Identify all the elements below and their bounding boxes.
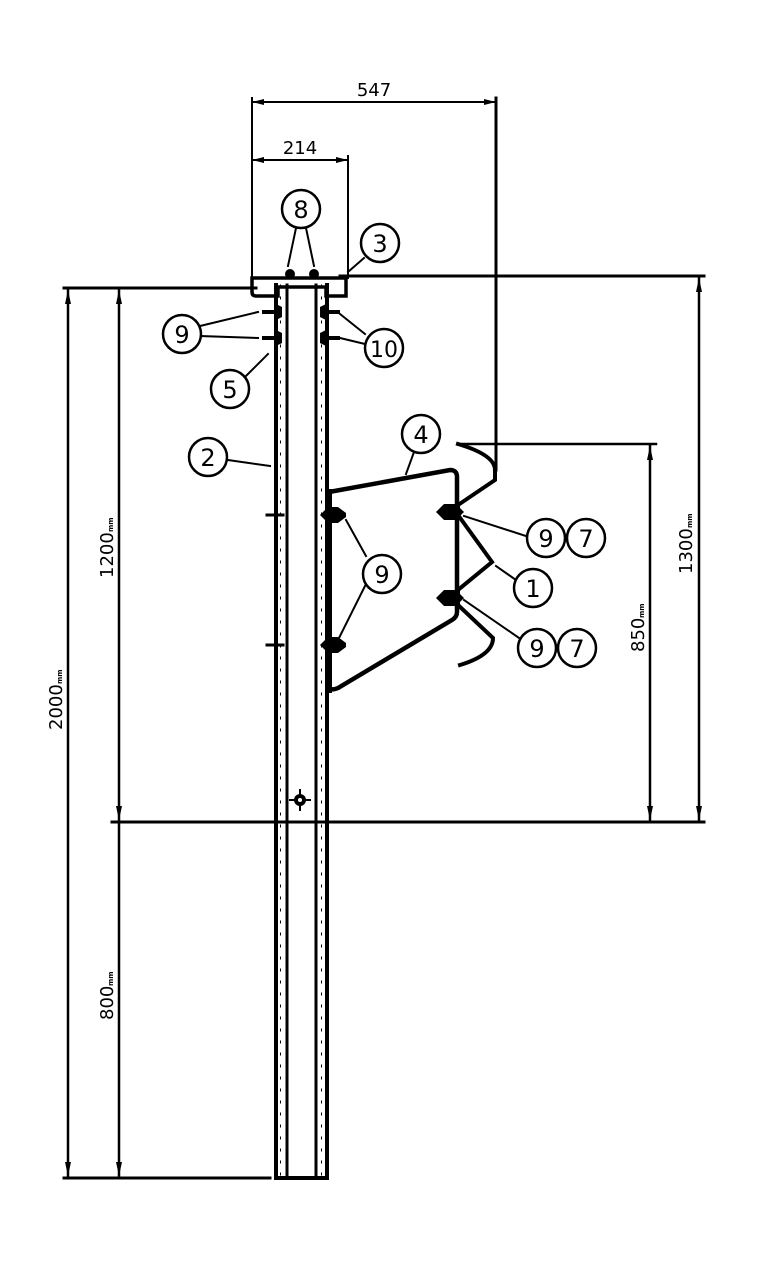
svg-text:9: 9	[538, 525, 553, 553]
callout-7-rail-upper: 7	[565, 517, 607, 559]
svg-text:7: 7	[569, 635, 584, 663]
dim-1200: 1200	[97, 532, 118, 578]
unit-2000: mm	[56, 669, 64, 684]
callout-9-rail-lower: 9	[516, 627, 558, 669]
svg-text:9: 9	[374, 561, 389, 589]
svg-text:9: 9	[174, 321, 189, 349]
callout-8: 8	[280, 188, 322, 230]
callout-2: 2	[187, 436, 229, 478]
callout-10: 10	[363, 327, 405, 369]
dimension-lines	[62, 96, 706, 1180]
svg-text:8: 8	[293, 196, 308, 224]
unit-1200: mm	[107, 517, 115, 532]
unit-1300: mm	[686, 513, 694, 528]
callout-7-rail-lower: 7	[556, 627, 598, 669]
svg-text:2: 2	[200, 444, 215, 472]
leader-lines	[198, 226, 528, 642]
dim-800: 800	[97, 986, 118, 1020]
dim-850: 850	[628, 618, 649, 652]
unit-850: mm	[638, 603, 646, 618]
callout-3: 3	[359, 222, 401, 264]
callout-1: 1	[512, 567, 554, 609]
post-cap	[250, 269, 706, 298]
post	[265, 283, 329, 1180]
dim-214: 214	[283, 138, 317, 159]
svg-text:7: 7	[578, 525, 593, 553]
callout-4: 4	[400, 413, 442, 455]
svg-text:10: 10	[370, 338, 398, 363]
dim-2000: 2000	[46, 684, 67, 730]
svg-text:3: 3	[372, 230, 387, 258]
svg-text:4: 4	[413, 421, 428, 449]
callout-5: 5	[209, 368, 251, 410]
dim-1300: 1300	[676, 528, 697, 574]
svg-text:5: 5	[222, 376, 237, 404]
callout-9-block: 9	[361, 553, 403, 595]
spacer-block	[326, 467, 460, 693]
svg-text:9: 9	[529, 635, 544, 663]
callout-9-top: 9	[161, 313, 203, 355]
callout-9-rail-upper: 9	[525, 517, 567, 559]
svg-text:1: 1	[525, 575, 540, 603]
dim-547: 547	[357, 80, 391, 101]
w-beam-rail	[455, 441, 497, 668]
unit-800: mm	[107, 971, 115, 986]
top-bolts	[262, 304, 340, 346]
center-mark	[289, 789, 311, 811]
block-bolts	[320, 504, 464, 653]
